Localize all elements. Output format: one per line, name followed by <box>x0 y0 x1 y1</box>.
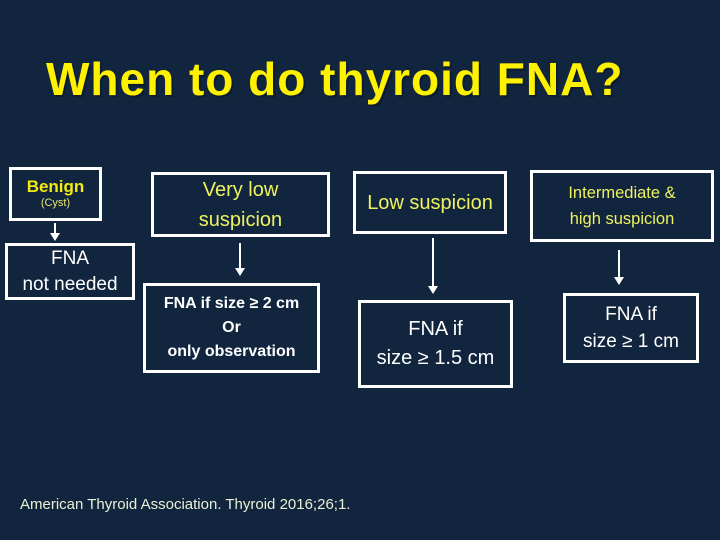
box-line: suspicion <box>198 208 283 231</box>
category-box-very-low-suspicion: Very low suspicion <box>151 172 330 237</box>
category-box-benign: Benign (Cyst) <box>9 167 102 221</box>
box-line: FNA if <box>408 318 463 340</box>
box-line: Intermediate & <box>568 184 676 202</box>
box-line: not needed <box>22 273 118 295</box>
citation-text: American Thyroid Association. Thyroid 20… <box>20 496 351 513</box>
box-line: Or <box>222 319 241 336</box>
box-line: only observation <box>167 343 296 360</box>
box-line: high suspicion <box>569 210 675 228</box>
down-arrow-icon <box>618 250 620 277</box>
down-arrow-icon <box>432 238 434 286</box>
action-box-fna-not-needed: FNA not needed <box>5 243 135 300</box>
action-box-fna-size-1-5cm: FNA if size ≥ 1.5 cm <box>358 300 513 388</box>
box-line: size ≥ 1.5 cm <box>376 347 495 369</box>
box-line: Low suspicion <box>367 191 493 214</box>
down-arrow-icon <box>54 223 56 233</box>
box-line: Very low <box>202 178 279 201</box>
box-line: Benign <box>26 177 85 196</box>
action-box-fna-size-2cm: FNA if size ≥ 2 cm Or only observation <box>143 283 320 373</box>
page-title: When to do thyroid FNA? <box>46 53 624 105</box>
box-line: (Cyst) <box>40 197 71 209</box>
box-line: FNA <box>51 247 89 269</box>
box-line: size ≥ 1 cm <box>583 331 679 352</box>
box-line: FNA if size ≥ 2 cm <box>163 295 300 312</box>
box-line: FNA if <box>605 304 657 325</box>
action-box-fna-size-1cm: FNA if size ≥ 1 cm <box>563 293 699 363</box>
down-arrow-icon <box>239 243 241 268</box>
category-box-intermediate-high-suspicion: Intermediate & high suspicion <box>530 170 714 242</box>
category-box-low-suspicion: Low suspicion <box>353 171 507 234</box>
